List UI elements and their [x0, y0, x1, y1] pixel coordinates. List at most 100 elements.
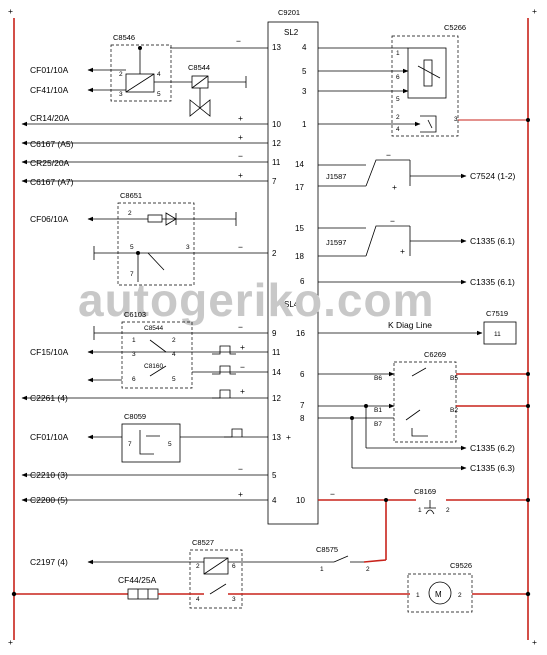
- label-c1335-62: C1335 (6.2): [470, 443, 515, 453]
- junction-right-bottom: [525, 591, 531, 597]
- pulse-11: [212, 345, 236, 355]
- relay-c8546-diag: [125, 73, 155, 93]
- pin-5: 5: [272, 471, 277, 480]
- c8651-resistor: [147, 214, 163, 223]
- comp-c8546: C8546: [113, 33, 135, 42]
- pin-14b: 14: [272, 368, 281, 377]
- label-c6167-a5: C6167 (A5): [30, 139, 74, 149]
- pin-12: 12: [272, 139, 281, 148]
- c8527-coil-diag: [203, 557, 229, 575]
- sign-12b: +: [240, 386, 245, 396]
- c8169-horn: [424, 500, 436, 515]
- junction-right-500: [526, 498, 530, 502]
- pin-c8169-2: 2: [446, 507, 450, 514]
- pin-c9526-2: 2: [458, 592, 462, 599]
- rail-left-top-sign: +: [8, 6, 13, 16]
- j1587-neg: −: [386, 150, 391, 160]
- pin-c6103-3: 3: [132, 351, 136, 358]
- comp-c8544-valve: C8544: [188, 63, 210, 72]
- pin-c8546-2: 2: [119, 71, 123, 78]
- pin-r14: 14: [295, 160, 304, 169]
- label-cf01-top: CF01/10A: [30, 65, 69, 75]
- pin-r6c: 6: [300, 370, 305, 379]
- label-c2261: C2261 (4): [30, 393, 68, 403]
- pin-c8546-4: 4: [157, 71, 161, 78]
- c6103-c8160: C8160: [144, 363, 164, 370]
- pin-7: 7: [272, 177, 277, 186]
- junction-left-bottom: [11, 591, 17, 597]
- sign-5: −: [238, 464, 243, 474]
- pin-r5: 5: [302, 67, 307, 76]
- pin-r3: 3: [302, 87, 307, 96]
- pin-b1: B1: [374, 407, 382, 414]
- sign-13b: +: [286, 432, 291, 442]
- c6103-c8544: C8544: [144, 325, 164, 332]
- pin-c5266-3: 3: [454, 116, 458, 123]
- rail-right-top-sign: +: [532, 6, 537, 16]
- relay-c8546-box: [110, 44, 172, 102]
- pin-c8546-3: 3: [119, 91, 123, 98]
- pin-r10: 10: [296, 496, 305, 505]
- pin-4: 4: [272, 496, 277, 505]
- c8651-switch: [147, 252, 165, 271]
- pin-13: 13: [272, 43, 281, 52]
- c7519-box: [483, 321, 517, 345]
- c5266-wiper: [417, 65, 441, 79]
- label-c2197: C2197 (4): [30, 557, 68, 567]
- comp-c6103: C6103: [124, 310, 146, 319]
- pin-c6103-1: 1: [132, 337, 136, 344]
- c5266-heater: [420, 115, 437, 133]
- pulse-13: [224, 428, 243, 438]
- pin-c8651-2: 2: [128, 210, 132, 217]
- junction-352-418: [350, 416, 354, 420]
- label-c6167-a7: C6167 (A7): [30, 177, 74, 187]
- c6103-box: [121, 321, 193, 389]
- sign-r10: −: [330, 489, 335, 499]
- module-c9201-box: [267, 21, 319, 525]
- c8527-coil: [203, 557, 229, 575]
- pulse-14: [212, 365, 236, 375]
- pin-c8546-5: 5: [157, 91, 161, 98]
- fuse-cf44: [127, 588, 159, 600]
- label-c1335-61a: C1335 (6.1): [470, 236, 515, 246]
- comp-c8059: C8059: [124, 412, 146, 421]
- pin-c5266-1: 1: [396, 50, 400, 57]
- pin-c8651-3: 3: [186, 244, 190, 251]
- c5266-pot: [423, 59, 433, 87]
- valve-symbol: [189, 99, 211, 117]
- motor-label: M: [435, 590, 442, 599]
- pin-12b: 12: [272, 394, 281, 403]
- pin-r17: 17: [295, 183, 304, 192]
- pin-c6103-6: 6: [132, 376, 136, 383]
- label-cr14: CR14/20A: [30, 113, 70, 123]
- c8059-switch: [139, 430, 160, 455]
- rail-right-bottom-sign: +: [532, 637, 537, 647]
- valve-coil-diag: [191, 75, 209, 89]
- c6269-box: [393, 361, 457, 443]
- c8059-box: [121, 423, 181, 463]
- junction-right-374: [526, 372, 530, 376]
- module-c9201-label: C9201: [278, 8, 300, 17]
- pin-c6103-5: 5: [172, 376, 176, 383]
- pin-b2: B2: [450, 407, 458, 414]
- sign-13: −: [236, 36, 241, 46]
- pin-c8527-2: 2: [196, 563, 200, 570]
- c5266-box: [391, 35, 459, 137]
- comp-c9526: C9526: [450, 561, 472, 570]
- sign-9: −: [238, 322, 243, 332]
- pin-c8527-3: 3: [232, 596, 236, 603]
- pin-c6103-4: 4: [172, 351, 176, 358]
- label-cf44: CF44/25A: [118, 575, 157, 585]
- pin-c8059-7: 7: [128, 441, 132, 448]
- pin-9: 9: [272, 329, 277, 338]
- junction-386-500: [384, 498, 388, 502]
- label-kdiag: K Diag Line: [388, 320, 432, 330]
- block-sl4-label: SL4: [284, 300, 299, 309]
- comp-c8575: C8575: [316, 545, 338, 554]
- pin-r18: 18: [295, 252, 304, 261]
- c6269-sw1: [411, 367, 427, 377]
- junction-right-406: [526, 404, 530, 408]
- j1587-switch: [365, 159, 384, 187]
- c5266-sensor: [407, 47, 447, 99]
